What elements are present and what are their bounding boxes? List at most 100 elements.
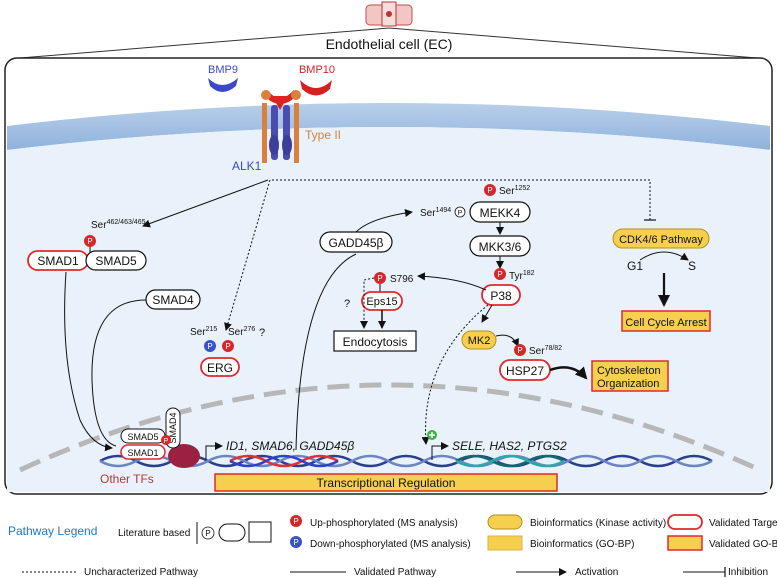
receptor-complex	[261, 89, 301, 163]
svg-text:HSP27: HSP27	[506, 364, 544, 378]
edge-gene-gadd45b	[295, 253, 357, 451]
svg-text:P: P	[225, 342, 230, 351]
legend-up: Up-phosphorylated (MS analysis)	[310, 518, 458, 529]
erg-site2: Ser276	[228, 326, 255, 338]
edge-smad4-complex	[91, 299, 147, 447]
svg-text:Transcriptional Regulation: Transcriptional Regulation	[317, 476, 456, 490]
endocytosis-node	[333, 330, 417, 352]
edge-p38-genes	[421, 304, 489, 445]
eps15-site: S796	[390, 274, 414, 285]
cytoskeleton-node	[591, 360, 669, 392]
zoom-line-right	[388, 27, 758, 59]
bmp9-ligand-icon	[208, 78, 238, 92]
svg-text:Eps15: Eps15	[366, 296, 397, 308]
erg-node	[200, 357, 240, 377]
legend-bio-kinase-icon	[487, 514, 523, 530]
phospho-marker-erg-down	[204, 340, 216, 352]
legend-down: Down-phosphorylated (MS analysis)	[310, 539, 471, 550]
svg-text:P: P	[87, 237, 92, 246]
legend-literature-protein-icon	[218, 523, 246, 542]
zoom-line-left	[19, 27, 390, 59]
promoter-arrow-2	[431, 442, 449, 460]
other-tfs-blob	[168, 444, 200, 468]
legend-validated-target-icon	[667, 514, 703, 530]
dna-strand-2	[99, 454, 713, 468]
complex-smad1	[120, 444, 166, 460]
legend-title: Pathway Legend	[8, 524, 97, 538]
smad-site: Ser462/463/465	[91, 219, 146, 231]
type2-label: Type II	[305, 128, 341, 142]
svg-text:SMAD4: SMAD4	[168, 412, 178, 443]
cdk46-node	[612, 228, 710, 249]
nuclear-envelope	[18, 382, 762, 473]
bmp10-ligand-icon	[300, 80, 332, 96]
svg-text:P: P	[458, 210, 463, 217]
legend-down-icon	[290, 536, 302, 548]
cell-cycle-arrest-node	[621, 310, 711, 332]
p38-site: Tyr182	[509, 270, 535, 282]
edge-p38-mk2	[481, 304, 493, 323]
svg-text:Cytoskeleton: Cytoskeleton	[597, 365, 661, 377]
legend-literature: Literature based	[118, 528, 190, 539]
legend-validated-go: Validated GO-BP	[709, 539, 777, 550]
svg-text:?: ?	[344, 298, 350, 310]
svg-text:Organization: Organization	[597, 378, 659, 390]
legend-bio-kinase: Bioinformatics (Kinase activity)	[530, 518, 666, 529]
smad5-node	[85, 250, 147, 271]
svg-text:P: P	[205, 529, 210, 538]
svg-text:P: P	[207, 342, 212, 351]
svg-text:SMAD4: SMAD4	[152, 293, 194, 307]
svg-text:GADD45β: GADD45β	[329, 236, 384, 250]
legend-validated-target: Validated Target	[709, 518, 777, 529]
edge-alk1-cdk46	[272, 179, 651, 220]
phospho-marker-mekk4	[484, 184, 496, 196]
mk2-node	[461, 330, 497, 350]
svg-text:SMAD5: SMAD5	[127, 432, 158, 442]
promoter-arrow-1	[205, 442, 223, 460]
dna-gene-region-2	[455, 454, 565, 468]
legend-bio-go-icon	[487, 535, 523, 551]
phospho-marker-erg-up	[222, 340, 234, 352]
svg-text:CDK4/6 Pathway: CDK4/6 Pathway	[619, 234, 703, 246]
svg-text:ERG: ERG	[207, 361, 233, 375]
svg-text:P: P	[517, 346, 522, 355]
phospho-marker-hsp27	[514, 344, 526, 356]
svg-text:MK2: MK2	[468, 335, 491, 347]
legend-up-icon	[290, 515, 302, 527]
legend-validated-go-icon	[667, 535, 703, 551]
edge-smad-complex	[64, 271, 113, 452]
edge-alk1-smad	[142, 179, 269, 228]
edge-p38-eps15	[417, 272, 487, 291]
svg-text:P: P	[293, 517, 298, 526]
legend-validated-pathway: Validated Pathway	[354, 567, 436, 578]
svg-text:Cell Cycle Arrest: Cell Cycle Arrest	[625, 317, 706, 329]
s-label: S	[688, 259, 696, 273]
svg-text:P: P	[377, 274, 382, 283]
genes-set-1: ID1, SMAD6, GADD45β	[226, 439, 354, 453]
edge-g1-s	[639, 251, 689, 261]
other-tfs-label: Other TFs	[100, 472, 154, 486]
erg-site1: Ser215	[190, 326, 217, 338]
transcriptional-regulation-node	[214, 473, 558, 492]
page-title: Endothelial cell (EC)	[326, 36, 453, 52]
svg-text:MKK3/6: MKK3/6	[479, 240, 522, 254]
phospho-marker-smad	[84, 235, 96, 247]
svg-text:P: P	[487, 186, 492, 195]
legend-literature-process-icon	[248, 521, 272, 543]
cell-membrane	[7, 103, 770, 150]
legend-inhibition: Inhibition	[728, 567, 768, 578]
phospho-marker-complex	[161, 435, 171, 445]
svg-text:SMAD1: SMAD1	[127, 448, 158, 458]
svg-text:SMAD1: SMAD1	[37, 254, 79, 268]
svg-text:Endocytosis: Endocytosis	[343, 335, 408, 349]
bmp10-label: BMP10	[299, 64, 335, 76]
legend-uncharacterized: Uncharacterized Pathway	[84, 567, 198, 578]
p38-node	[481, 284, 521, 306]
svg-text:P: P	[293, 538, 298, 547]
cell-icon	[365, 1, 413, 27]
edge-mk2-hsp27	[495, 334, 519, 347]
dna-gene-region-1	[229, 454, 339, 468]
legend-bio-go: Bioinformatics (GO-BP)	[530, 539, 634, 550]
svg-text:MEKK4: MEKK4	[480, 206, 521, 220]
